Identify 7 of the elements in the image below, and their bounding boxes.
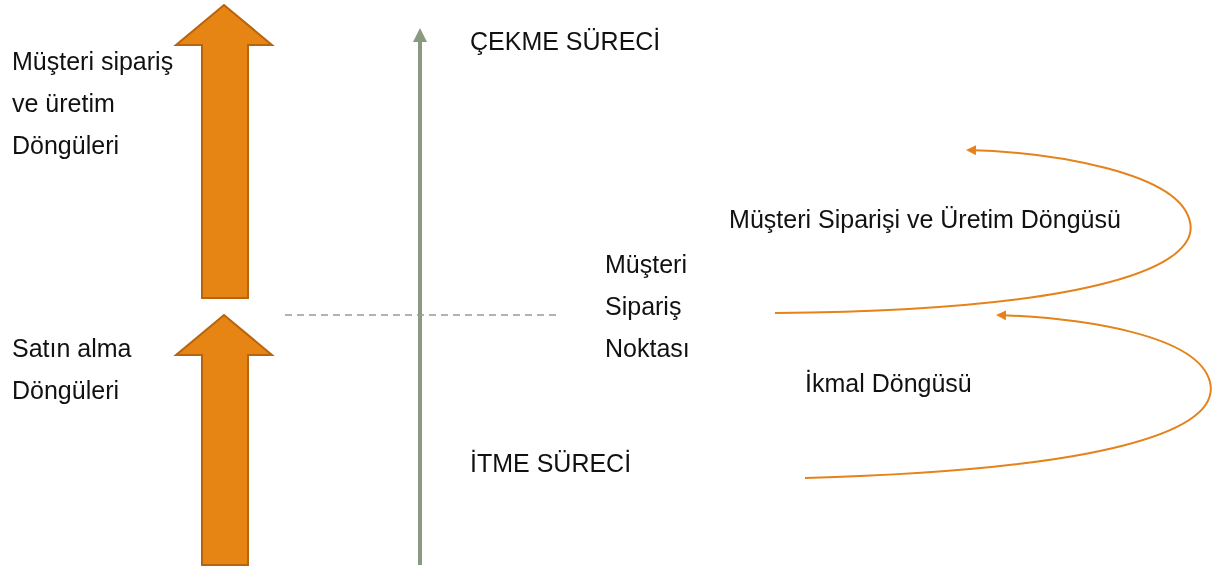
point-label: Müşteri Sipariş Noktası <box>605 249 691 364</box>
process-label: İTME SÜRECİ <box>470 448 633 479</box>
process-label: ÇEKME SÜRECİ <box>470 26 662 57</box>
side-label: Satın alma Döngüleri <box>12 333 133 406</box>
cycle-label: Müşteri Siparişi ve Üretim Döngüsü <box>728 204 1122 235</box>
side-label: Müşteri sipariş ve üretim Döngüleri <box>12 46 175 161</box>
cycle-label: İkmal Döngüsü <box>805 368 973 399</box>
